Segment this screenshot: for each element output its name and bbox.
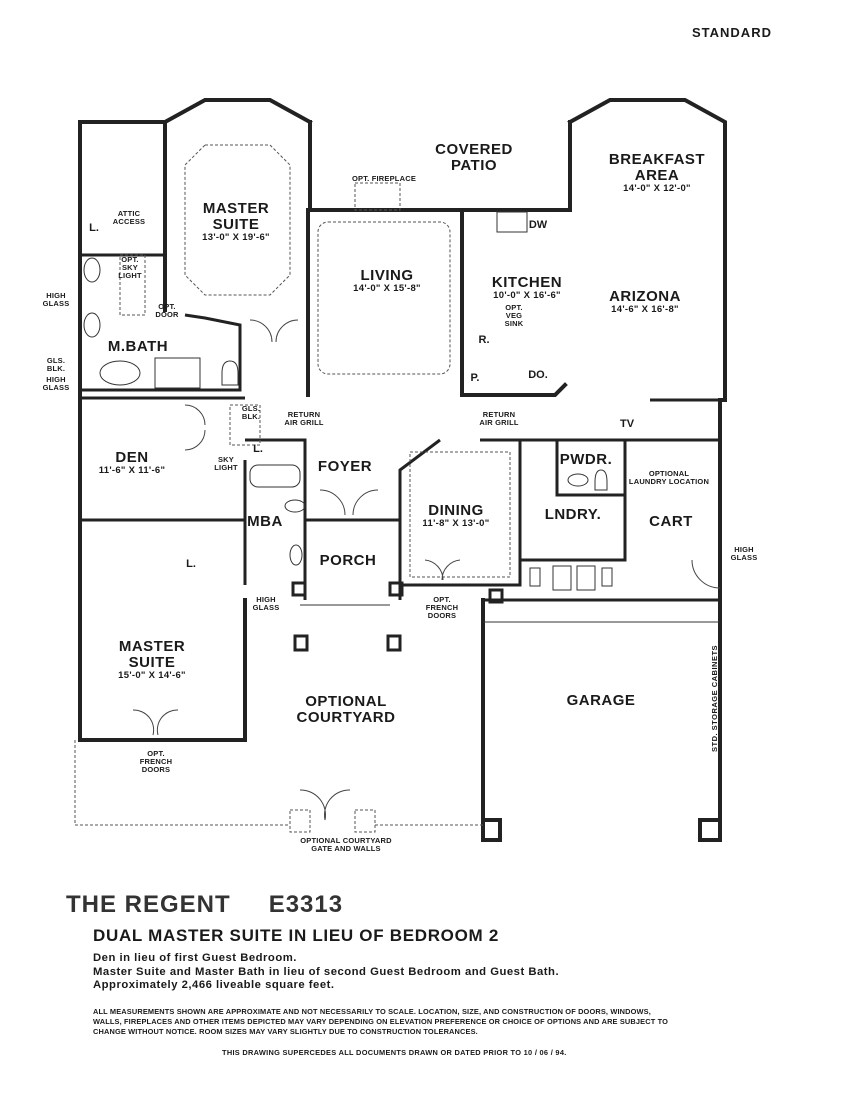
- room-name: M.BATH: [107, 338, 169, 355]
- doors: [132, 319, 721, 821]
- room-master-bath: M.BATH: [108, 339, 168, 355]
- room-name: COURTYARD: [296, 708, 396, 726]
- note-double-oven: DO.: [528, 369, 548, 381]
- room-name: PATIO: [450, 156, 498, 174]
- room-dimensions: 14'-0" X 15'-8": [353, 282, 421, 294]
- room-dimensions: 13'-0" X 19'-6": [202, 231, 270, 243]
- note-gls-blk-1: GLS.BLK.: [46, 356, 66, 373]
- description-line: Approximately 2,466 liveable square feet…: [93, 979, 335, 991]
- note-dishwasher: DW: [528, 219, 548, 231]
- room-porch: PORCH: [320, 553, 377, 569]
- model-code: E3313: [268, 891, 344, 918]
- note-storage-cabinets: STD. STORAGE CABINETS: [710, 644, 719, 752]
- room-name: LIVING: [360, 267, 414, 284]
- plan-subtitle: DUAL MASTER SUITE IN LIEU OF BEDROOM 2: [93, 926, 499, 945]
- room-name: OPTIONAL: [305, 693, 387, 710]
- room-name: ARIZONA: [609, 288, 681, 305]
- note-gls-blk-2: GLS.BLK.: [241, 404, 261, 421]
- note-pantry: P.: [470, 372, 480, 384]
- room-name: DEN: [115, 449, 149, 466]
- disclaimer: ALL MEASUREMENTS SHOWN ARE APPROXIMATE A…: [93, 1007, 669, 1036]
- model-name: THE REGENT: [66, 891, 231, 918]
- note-tv: TV: [619, 418, 635, 430]
- room-name: SUITE: [212, 215, 260, 233]
- room-name: COVERED: [435, 141, 513, 158]
- room-name: AREA: [634, 166, 680, 184]
- note-linen-3: L.: [186, 558, 196, 570]
- room-dimensions: 10'-0" X 16'-6": [493, 289, 561, 301]
- plan-title: THE REGENT E3313: [66, 891, 381, 919]
- room-dimensions: 11'-6" X 11'-6": [98, 464, 166, 476]
- plan-standard-label: STANDARD: [692, 25, 772, 40]
- note-linen-1: L.: [89, 222, 99, 234]
- room-name: PWDR.: [559, 451, 613, 468]
- room-name: MBA: [247, 513, 283, 530]
- room-name: LNDRY.: [544, 506, 602, 523]
- room-powder: PWDR.: [560, 452, 613, 468]
- room-name: BREAKFAST: [608, 151, 706, 168]
- exterior-walls: [78, 98, 727, 842]
- room-name: KITCHEN: [491, 274, 563, 291]
- room-cart: CART: [649, 514, 693, 530]
- room-foyer: FOYER: [318, 459, 372, 475]
- note-opt-door: OPT.DOOR: [155, 302, 179, 319]
- description-line: Master Suite and Master Bath in lieu of …: [93, 965, 560, 978]
- note-opt-fireplace: OPT. FIREPLACE: [351, 174, 417, 183]
- room-name: MASTER: [202, 200, 270, 217]
- fixtures-dashed: [74, 144, 511, 833]
- plan-description: Den in lieu of first Guest Bedroom. Mast…: [93, 952, 559, 993]
- room-name: MASTER: [118, 638, 186, 655]
- room-dimensions: 11'-8" X 13'-0": [422, 517, 490, 529]
- room-name: SUITE: [128, 653, 176, 671]
- room-name: FOYER: [317, 458, 373, 475]
- room-dimensions: 14'-6" X 16'-8": [611, 303, 679, 315]
- room-laundry: LNDRY.: [545, 507, 602, 523]
- room-name: DINING: [428, 502, 484, 519]
- room-dimensions: 15'-0" X 14'-6": [118, 669, 186, 681]
- room-name: CART: [649, 513, 693, 530]
- supersede-note: THIS DRAWING SUPERCEDES ALL DOCUMENTS DR…: [222, 1048, 567, 1057]
- room-name: PORCH: [319, 552, 377, 569]
- room-dimensions: 14'-0" X 12'-0": [623, 182, 691, 194]
- description-line: Den in lieu of first Guest Bedroom.: [93, 952, 297, 964]
- room-mba: MBA: [247, 514, 283, 530]
- room-name: GARAGE: [566, 692, 636, 709]
- fixtures: [83, 211, 720, 623]
- note-refrigerator: R.: [478, 334, 490, 346]
- note-linen-2: L.: [253, 443, 263, 455]
- room-garage: GARAGE: [567, 693, 636, 709]
